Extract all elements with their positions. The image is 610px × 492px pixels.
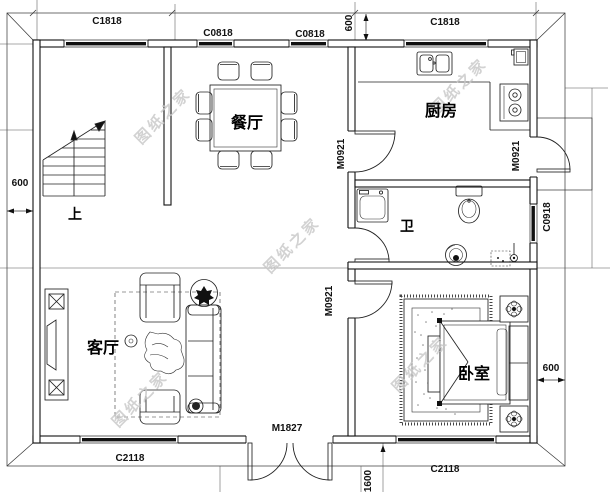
wall-kitchen-bath xyxy=(354,179,531,188)
kitchen-label: 厨房 xyxy=(425,101,457,120)
kitchen-porch xyxy=(536,117,593,191)
door-code: M0921 xyxy=(511,140,522,171)
door-code: M0921 xyxy=(324,285,335,316)
living-rug xyxy=(114,291,221,418)
living-furniture xyxy=(44,272,222,425)
tv-cabinet xyxy=(44,288,69,401)
bathroom-fixtures xyxy=(356,185,518,267)
offset-dim: 600 xyxy=(344,14,355,31)
armchair-top xyxy=(139,272,181,323)
bathroom-label: 卫 xyxy=(400,219,414,235)
coffee-table xyxy=(124,334,138,348)
window-code: C1818 xyxy=(430,17,460,28)
window-code: C0818 xyxy=(203,28,233,39)
offset-dim: 1600 xyxy=(363,469,374,492)
nightstand-top xyxy=(499,295,529,323)
dining-set xyxy=(195,61,298,170)
window-bands xyxy=(66,42,535,442)
fridge-icon xyxy=(511,48,529,66)
armchair-bottom xyxy=(139,389,181,425)
doors xyxy=(245,130,571,481)
dining-label: 餐厅 xyxy=(230,113,263,132)
offset-dim: 600 xyxy=(543,363,560,374)
watermark-text: 图纸之家 xyxy=(108,367,172,431)
nightstand-bottom xyxy=(499,405,529,433)
window-code: C2118 xyxy=(116,453,145,464)
dimension-labels: C1818 C0818 C0818 C1818 600 600 600 1600… xyxy=(12,14,560,492)
kitchen-sink-icon xyxy=(416,51,453,76)
window-code: C0818 xyxy=(295,29,325,40)
watermark-text: 图纸之家 xyxy=(131,84,195,148)
bathroom-door xyxy=(348,227,390,263)
tv-icon xyxy=(46,319,57,371)
kitchen-hall-door xyxy=(348,130,396,173)
room-labels: 餐厅 厨房 卫 客厅 卧室 上 xyxy=(68,101,490,383)
living-label: 客厅 xyxy=(87,338,119,357)
bedroom-door xyxy=(348,280,393,319)
stool xyxy=(188,398,204,414)
decor-centerpiece xyxy=(144,331,185,375)
wall-stair-dining xyxy=(163,46,172,206)
window-code: C2118 xyxy=(431,464,460,475)
kitchen-fixtures xyxy=(358,48,530,131)
offset-dim: 600 xyxy=(12,178,29,189)
toilet-icon xyxy=(455,185,483,224)
door-code: M0921 xyxy=(336,138,347,169)
washing-machine-icon xyxy=(356,188,389,223)
windows xyxy=(63,39,538,444)
kitchen-exit-door xyxy=(530,136,571,178)
plant-icon xyxy=(190,279,218,307)
kitchen-counter xyxy=(358,81,530,131)
wall-bath-bedroom xyxy=(347,261,538,270)
entry-door xyxy=(245,436,334,481)
bedroom-label: 卧室 xyxy=(458,364,490,383)
bed xyxy=(437,318,529,406)
shower-icon xyxy=(490,243,518,267)
window-code: C0918 xyxy=(542,202,553,232)
watermark-text: 图纸之家 xyxy=(260,213,324,277)
stove-icon xyxy=(499,83,529,122)
staircase xyxy=(42,120,106,197)
window-code: C1818 xyxy=(92,16,122,27)
door-code: M1827 xyxy=(272,423,303,434)
offset-dimensions xyxy=(7,14,565,452)
floor-drain-icon xyxy=(445,244,467,266)
stair-up-label: 上 xyxy=(68,207,82,223)
wall-left xyxy=(32,39,41,444)
sofa xyxy=(185,304,222,414)
bedroom-furniture xyxy=(399,294,529,433)
